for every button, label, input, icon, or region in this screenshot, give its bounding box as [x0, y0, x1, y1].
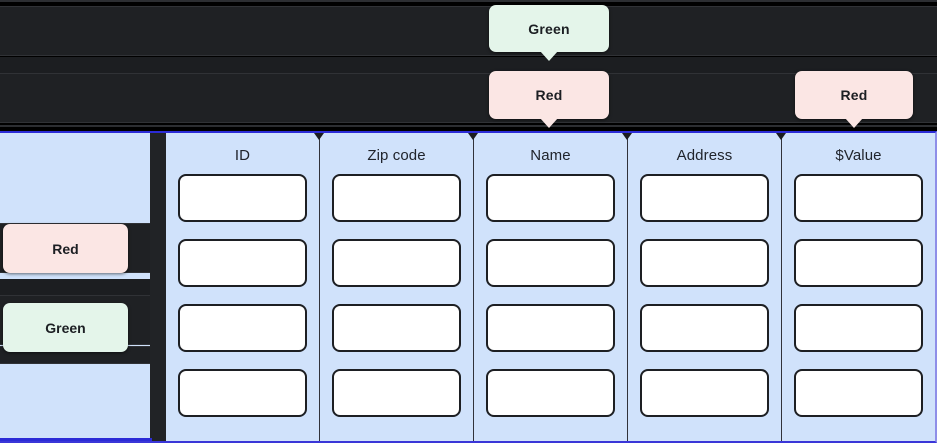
table-column-address: Address [628, 133, 786, 441]
chip-label: Red [52, 240, 79, 257]
dark-row-second [0, 73, 937, 123]
table-cell[interactable] [332, 369, 461, 417]
column-header: $Value [835, 147, 882, 164]
table-cell[interactable] [486, 239, 615, 287]
dark-row-top [0, 6, 937, 56]
table-column-name: Name [474, 133, 632, 441]
table-cell[interactable] [640, 174, 769, 222]
callout-green-top[interactable]: Green [489, 5, 609, 61]
table-column-value: $Value [782, 133, 935, 441]
dark-row-gap [0, 57, 937, 73]
callout-label: Red [840, 87, 868, 103]
table-cell[interactable] [794, 239, 923, 287]
callout-pointer-icon [540, 118, 558, 128]
column-header: Zip code [367, 147, 426, 164]
table-column-zip-code: Zip code [320, 133, 478, 441]
table-cell[interactable] [178, 369, 307, 417]
left-dark-strip-gap [0, 279, 150, 295]
chip-label: Green [45, 319, 86, 336]
table-cell[interactable] [332, 174, 461, 222]
table-cell[interactable] [332, 304, 461, 352]
column-divider-marker-icon [468, 133, 478, 140]
callout-pointer-icon [845, 118, 863, 128]
callout-red-middle[interactable]: Red [489, 71, 609, 128]
table-cell[interactable] [794, 369, 923, 417]
divider-line-bottom [0, 125, 937, 127]
table-cell[interactable] [178, 174, 307, 222]
column-divider-marker-icon [622, 133, 632, 140]
table-cell[interactable] [178, 239, 307, 287]
callout-label: Green [528, 20, 570, 37]
chip-red[interactable]: Red [3, 224, 128, 273]
column-header: Name [530, 147, 571, 164]
column-divider-marker-icon [314, 133, 324, 140]
table-cell[interactable] [486, 369, 615, 417]
callout-red-right[interactable]: Red [795, 71, 913, 128]
vertical-separator-bar [150, 133, 166, 441]
column-cells [486, 174, 615, 417]
column-header: Address [676, 147, 733, 164]
left-side-pane: Red Green [0, 133, 150, 441]
divider-line-top [0, 0, 937, 2]
table-cell[interactable] [640, 304, 769, 352]
column-cells [640, 174, 769, 417]
chip-green[interactable]: Green [3, 303, 128, 352]
table-cell[interactable] [794, 174, 923, 222]
column-divider-marker-icon [776, 133, 786, 140]
table-cell[interactable] [486, 304, 615, 352]
table-panel: Red Green ID Zip code [0, 131, 937, 443]
column-cells [794, 174, 923, 417]
table-cell[interactable] [640, 369, 769, 417]
column-header: ID [234, 147, 251, 164]
bottom-accent-line [0, 438, 152, 441]
table-column-id: ID [166, 133, 324, 441]
callout-label: Red [535, 87, 563, 103]
table-cell[interactable] [794, 304, 923, 352]
column-cells [178, 174, 307, 417]
table-cell[interactable] [332, 239, 461, 287]
table-cell[interactable] [640, 239, 769, 287]
column-cells [332, 174, 461, 417]
callout-pointer-icon [540, 51, 558, 61]
table-cell[interactable] [178, 304, 307, 352]
table-columns: ID Zip code [166, 133, 935, 441]
table-cell[interactable] [486, 174, 615, 222]
